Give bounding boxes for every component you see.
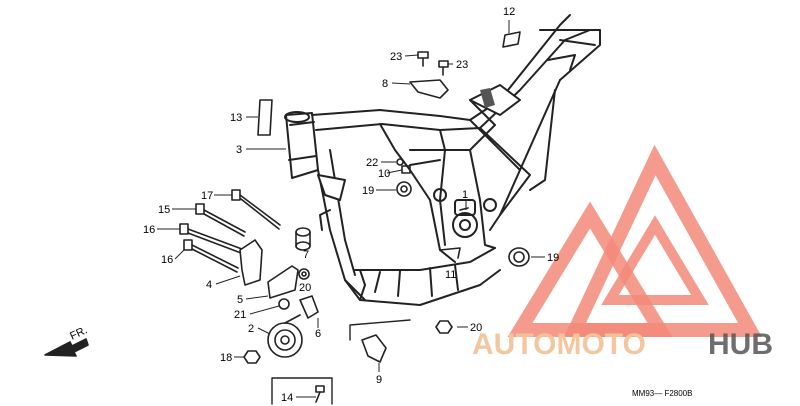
callout-8: 8 [382, 78, 388, 90]
callout-23-right: 23 [456, 59, 468, 71]
part-19-grommet-upper [396, 181, 412, 197]
part-12-decal [502, 31, 521, 48]
callout-4: 4 [206, 279, 212, 291]
part-17-bolt [231, 189, 281, 230]
part-1-pivot [459, 207, 469, 211]
callout-12: 12 [503, 6, 515, 18]
callout-7: 7 [303, 249, 309, 261]
callout-numbers: 12 23 23 8 13 3 22 10 19 1 17 15 16 7 16… [68, 6, 692, 404]
callout-9: 9 [376, 374, 382, 386]
callout-23-left: 23 [390, 51, 402, 63]
logo-triangle-right [563, 144, 762, 337]
callout-6: 6 [315, 328, 321, 340]
part-16-bolt-b [183, 239, 239, 273]
leader-lines [157, 20, 545, 398]
part-9-box [349, 319, 411, 341]
callout-19-lower: 19 [547, 252, 559, 264]
callout-17: 17 [201, 190, 213, 202]
callout-21: 21 [234, 309, 246, 321]
part-18-nut [243, 350, 261, 364]
part-7-collar [295, 227, 311, 251]
callout-20-lower: 20 [470, 322, 482, 334]
part-6-bracket [299, 295, 319, 319]
front-direction-arrow [44, 338, 89, 357]
automotohub-logo [507, 144, 762, 337]
part-20-nut-lower [435, 320, 453, 334]
part-15-bolt [195, 203, 246, 237]
part-21-nut [278, 298, 290, 310]
part-16-bolt-a [179, 223, 251, 257]
callout-22: 22 [366, 157, 378, 169]
callout-10: 10 [378, 168, 390, 180]
part-13-decal [257, 99, 273, 136]
part-19-grommet-lower [508, 247, 530, 267]
main-frame [284, 14, 601, 306]
part-8-bracket [409, 79, 449, 99]
callout-1: 1 [462, 189, 468, 201]
parts [44, 31, 530, 405]
part-14-bolt [271, 377, 333, 405]
part-2-horn [267, 314, 303, 358]
part-9-bracket [361, 334, 387, 363]
part-11-plate [439, 247, 461, 259]
callout-15: 15 [158, 204, 170, 216]
brand-text-automoto: AUTOMOTO [472, 328, 646, 361]
callout-20-upper: 20 [299, 282, 311, 294]
part-20-nut-upper [298, 268, 310, 280]
figure-code: MM93— F2800B [632, 389, 692, 398]
part-23-bolt-left [417, 51, 429, 67]
automotohub-wordmark: AUTOMOTO HUB [472, 328, 773, 361]
brand-text-hub: HUB [708, 328, 773, 361]
callout-19-upper: 19 [362, 185, 374, 197]
part-22-clip [396, 158, 404, 166]
part-5-bracket [267, 265, 299, 299]
callout-5: 5 [237, 294, 243, 306]
callout-18: 18 [220, 352, 232, 364]
part-4-bracket [239, 239, 263, 286]
logo-triangle-inner [601, 215, 709, 305]
callout-2: 2 [248, 323, 254, 335]
callout-13: 13 [230, 112, 242, 124]
part-23-bolt-right [438, 60, 449, 76]
callout-16-upper: 16 [143, 224, 155, 236]
callout-3: 3 [236, 144, 242, 156]
callout-11: 11 [445, 269, 456, 281]
callout-14: 14 [281, 392, 293, 404]
part-10-clip [401, 165, 411, 174]
callout-16-lower: 16 [161, 254, 173, 266]
